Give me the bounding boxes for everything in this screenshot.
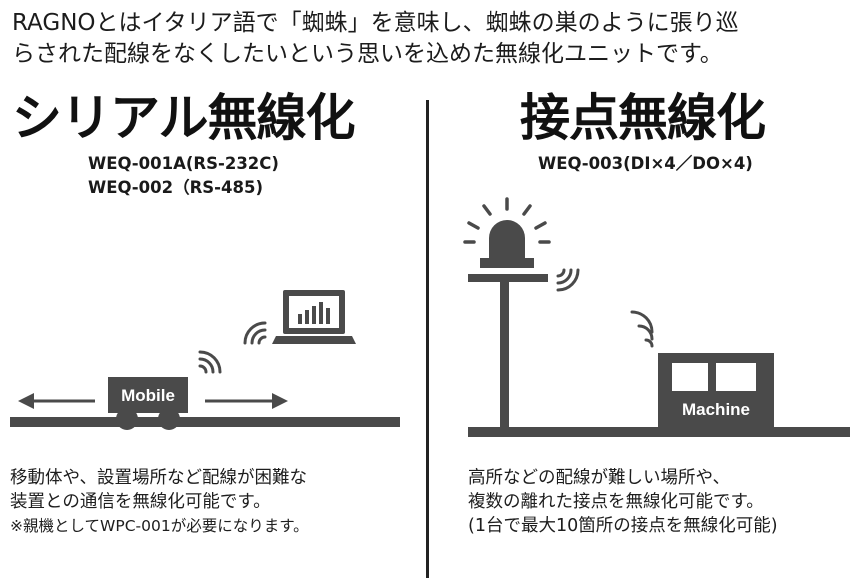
arrow-right-icon (205, 393, 288, 409)
serial-model-list: WEQ-001A(RS-232C) WEQ-002（RS-485) (88, 152, 279, 200)
serial-note: ※親機としてWPC-001が必要になります。 (10, 517, 309, 535)
wifi-signal-icon (556, 268, 580, 292)
contact-wireless-title: 接点無線化 (520, 89, 766, 147)
wifi-signal-icon (198, 350, 222, 374)
machine-icon: Machine (658, 353, 774, 429)
intro-text: RAGNOとはイタリア語で「蜘蛛」を意味し、蜘蛛の巣のように張り巡 らされた配線… (12, 8, 852, 70)
model-weq-003: WEQ-003(DI×4／DO×4) (538, 154, 753, 173)
contact-desc-line-2: 複数の離れた接点を無線化可能です。 (468, 492, 764, 512)
model-weq-002: WEQ-002（RS-485) (88, 178, 264, 197)
serial-wireless-title: シリアル無線化 (12, 89, 355, 147)
serial-desc-line-2: 装置との通信を無線化可能です。 (10, 492, 271, 512)
intro-line-2: らされた配線をなくしたいという思いを込めた無線化ユニットです。 (12, 41, 723, 67)
contact-desc-line-1: 高所などの配線が難しい場所や、 (468, 468, 730, 488)
wifi-signal-icon (630, 310, 654, 348)
pole (500, 274, 509, 430)
contact-model-list: WEQ-003(DI×4／DO×4) (538, 152, 753, 176)
contact-description: 高所などの配線が難しい場所や、 複数の離れた接点を無線化可能です。 (1台で最大… (468, 466, 778, 538)
intro-line-1: RAGNOとはイタリア語で「蜘蛛」を意味し、蜘蛛の巣のように張り巡 (12, 10, 739, 36)
serial-description: 移動体や、設置場所など配線が困難な 装置との通信を無線化可能です。 ※親機として… (10, 466, 309, 538)
laptop-icon (272, 290, 356, 344)
contact-desc-line-3: (1台で最大10箇所の接点を無線化可能) (468, 516, 778, 536)
ground-line-right (468, 427, 850, 437)
machine-label: Machine (682, 400, 750, 419)
warning-light-icon (463, 197, 551, 268)
mobile-vehicle-icon: Mobile (108, 377, 188, 430)
model-weq-001a: WEQ-001A(RS-232C) (88, 154, 279, 173)
mobile-label: Mobile (121, 386, 175, 405)
arrow-left-icon (18, 393, 95, 409)
serial-desc-line-1: 移動体や、設置場所など配線が困難な (10, 468, 307, 488)
section-divider (426, 100, 429, 578)
ground-line-left (10, 417, 400, 427)
wifi-signal-icon (243, 321, 267, 345)
